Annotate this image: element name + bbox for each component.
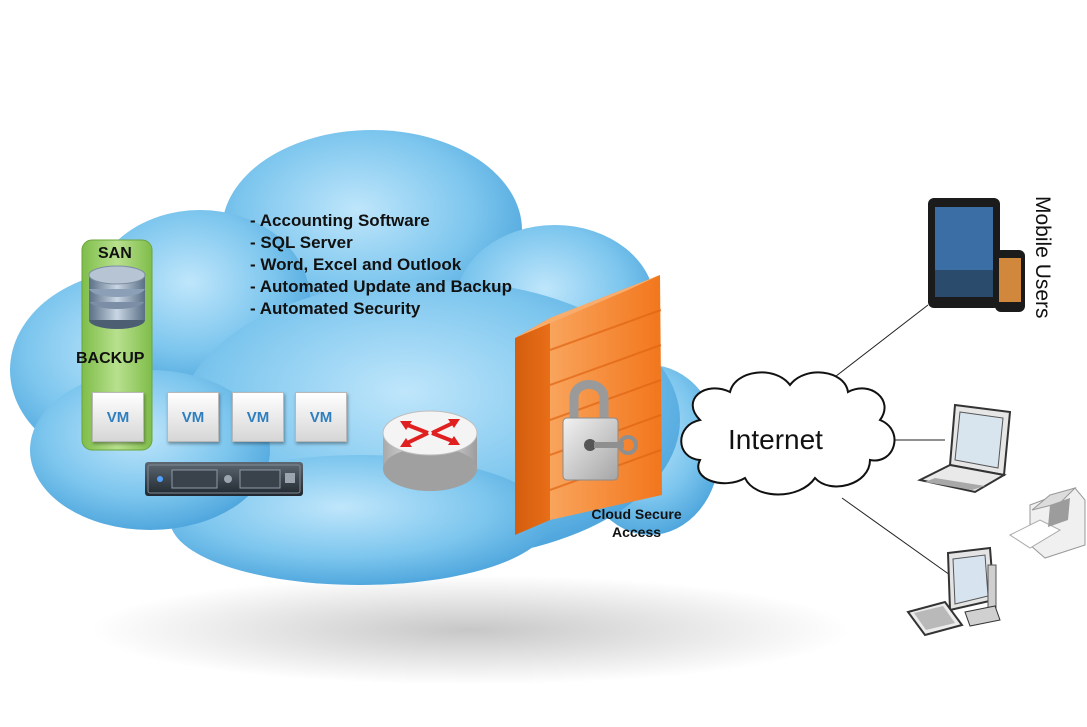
printer-icon: [1008, 487, 1086, 559]
vm-label: VM: [246, 408, 270, 426]
tablet-phone-icon: [928, 198, 1025, 312]
service-update-backup: - Automated Update and Backup: [250, 277, 512, 296]
cloud-shadow: [90, 575, 850, 685]
database-stack-icon: [88, 265, 146, 329]
vm-box: VM: [232, 392, 284, 442]
internet-label: Internet: [728, 424, 823, 455]
cloud-secure-label-line2: Access: [611, 524, 662, 540]
service-sql-server: - SQL Server: [250, 233, 353, 252]
service-office-apps: - Word, Excel and Outlook: [250, 255, 462, 274]
service-security: - Automated Security: [250, 299, 421, 318]
laptop-icon: [917, 403, 1012, 494]
desktop-computer-icon: [906, 546, 1001, 637]
router-icon: [382, 410, 478, 491]
vm-label: VM: [309, 408, 333, 426]
internet-cloud-icon: [680, 371, 896, 496]
service-accounting-software: - Accounting Software: [250, 211, 430, 230]
mobile-users-label: Mobile Users: [1031, 196, 1054, 319]
cloud-secure-access-label: Cloud Secure Access: [584, 505, 689, 541]
vm-box: VM: [92, 392, 144, 442]
rack-server-icon: [145, 462, 303, 496]
vm-box: VM: [167, 392, 219, 442]
vm-label: VM: [181, 408, 205, 426]
cloud-secure-label-line1: Cloud Secure: [591, 506, 682, 522]
backup-label: BACKUP: [76, 350, 145, 367]
hosted-services-list: - Accounting Software - SQL Server - Wor…: [250, 210, 580, 320]
padlock-icon: [562, 380, 638, 481]
san-label: SAN: [98, 245, 132, 262]
vm-label: VM: [106, 408, 130, 426]
vm-box: VM: [295, 392, 347, 442]
